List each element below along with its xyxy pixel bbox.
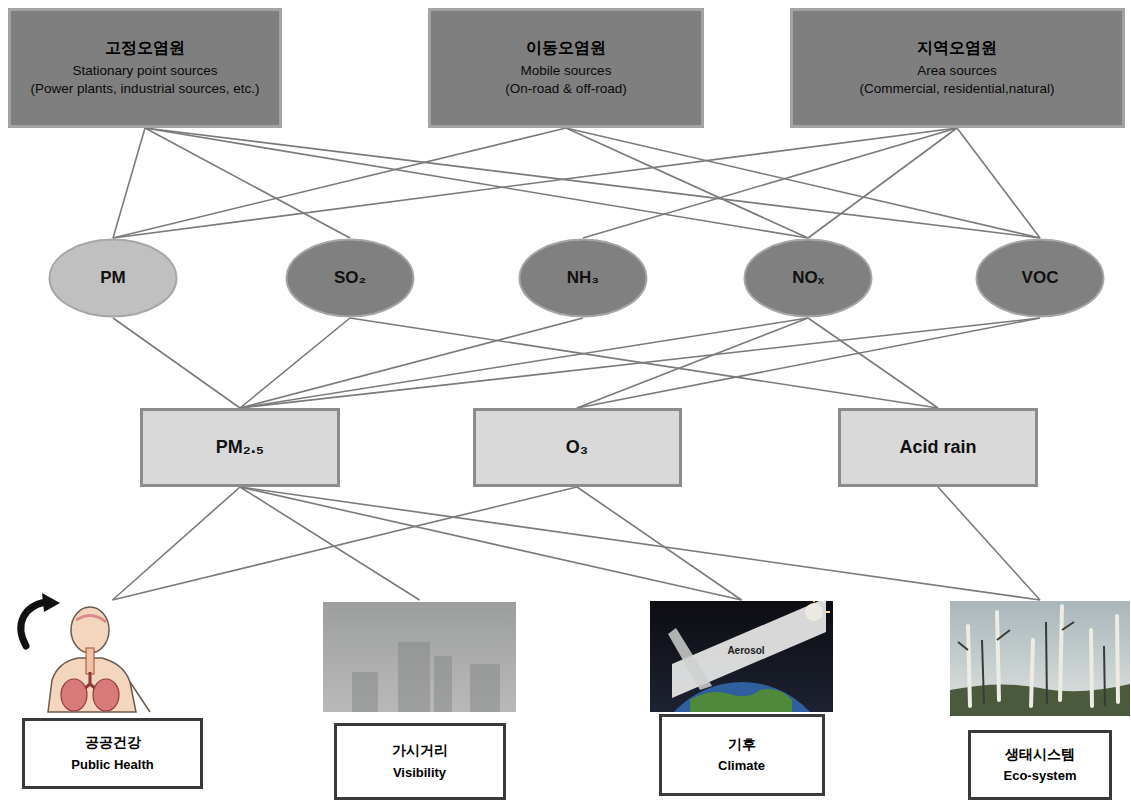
node-heading: 가시거리 — [392, 741, 448, 761]
node-heading: 기후 — [728, 735, 756, 755]
connector-line — [566, 128, 1040, 238]
node-text: (Commercial, residential,natural) — [859, 80, 1054, 98]
node-heading: PM₂.₅ — [216, 437, 264, 458]
node-heading: 지역오염원 — [917, 37, 997, 59]
connector-line — [240, 318, 808, 408]
secondary-pollutant-box: O₃ — [473, 408, 682, 487]
connector-line — [113, 487, 241, 600]
connector-line — [113, 487, 578, 600]
connector-line — [808, 128, 957, 238]
effect-label-box: 기후 Climate — [659, 714, 825, 796]
node-text: Climate — [718, 757, 765, 775]
node-heading: 공공건강 — [85, 733, 141, 753]
source-box: 지역오염원 Area sources(Commercial, residentia… — [790, 8, 1125, 128]
connector-line — [577, 487, 742, 600]
node-text: Stationary point sources — [73, 62, 218, 80]
node-heading: NH₃ — [567, 268, 599, 288]
haze-photo — [323, 602, 516, 712]
connector-line — [577, 318, 1040, 408]
connector-line — [938, 487, 1040, 600]
node-heading: 생태시스템 — [1005, 745, 1075, 765]
node-heading: VOC — [1022, 268, 1059, 288]
secondary-pollutant-box: PM₂.₅ — [140, 408, 340, 487]
connector-line — [957, 128, 1040, 238]
node-heading: SO₂ — [334, 268, 366, 288]
pollutant-ellipse: NH₃ — [518, 238, 648, 318]
dead-forest-photo — [950, 601, 1130, 716]
effect-label-box: 공공건강 Public Health — [22, 718, 203, 789]
connector-line — [113, 318, 240, 408]
connector-line — [240, 487, 420, 600]
source-box: 이동오염원 Mobile sources(On-road & off-road) — [428, 8, 704, 128]
secondary-pollutant-box: Acid rain — [838, 408, 1038, 487]
climate-illustration — [650, 601, 833, 712]
public-health-figure — [21, 593, 150, 712]
connector-line — [240, 318, 1040, 408]
node-text: (On-road & off-road) — [505, 80, 626, 98]
node-text: Area sources — [917, 62, 997, 80]
pollutant-ellipse: VOC — [975, 238, 1105, 318]
connector-line — [240, 318, 350, 408]
connector-line — [240, 487, 1040, 600]
connector-line — [145, 128, 1040, 238]
node-text: Visibility — [393, 764, 446, 782]
connector-line — [577, 318, 808, 408]
effect-panel: 기후 Climate — [650, 600, 833, 796]
illustration-label: Aerosol — [727, 645, 764, 656]
pollutant-ellipse: PM — [48, 238, 178, 318]
effect-label-box: 생태시스템 Eco-system — [968, 730, 1112, 800]
node-text: Eco-system — [1004, 767, 1077, 785]
connector-line — [113, 128, 145, 238]
node-heading: 이동오염원 — [526, 37, 606, 59]
pollutant-ellipse: SO₂ — [285, 238, 415, 318]
connector-line — [583, 128, 957, 238]
effect-panel: 생태시스템 Eco-system — [950, 600, 1130, 800]
effect-panel: 가시거리 Visibility — [323, 600, 516, 800]
node-heading: PM — [100, 268, 126, 288]
effect-panel: 공공건강 Public Health — [10, 600, 215, 789]
connector-line — [240, 487, 742, 600]
node-heading: Acid rain — [899, 437, 976, 458]
node-heading: NOₓ — [792, 268, 824, 288]
node-text: (Power plants, industrial sources, etc.) — [31, 80, 260, 98]
connector-line — [113, 128, 566, 238]
node-heading: O₃ — [566, 437, 588, 458]
node-heading: 고정오염원 — [105, 37, 185, 59]
pollutant-ellipse: NOₓ — [743, 238, 873, 318]
source-box: 고정오염원 Stationary point sources(Power plan… — [8, 8, 282, 128]
node-text: Public Health — [71, 756, 153, 774]
connector-line — [240, 318, 583, 408]
connector-line — [113, 128, 957, 238]
effect-label-box: 가시거리 Visibility — [334, 723, 506, 800]
node-text: Mobile sources — [521, 62, 612, 80]
